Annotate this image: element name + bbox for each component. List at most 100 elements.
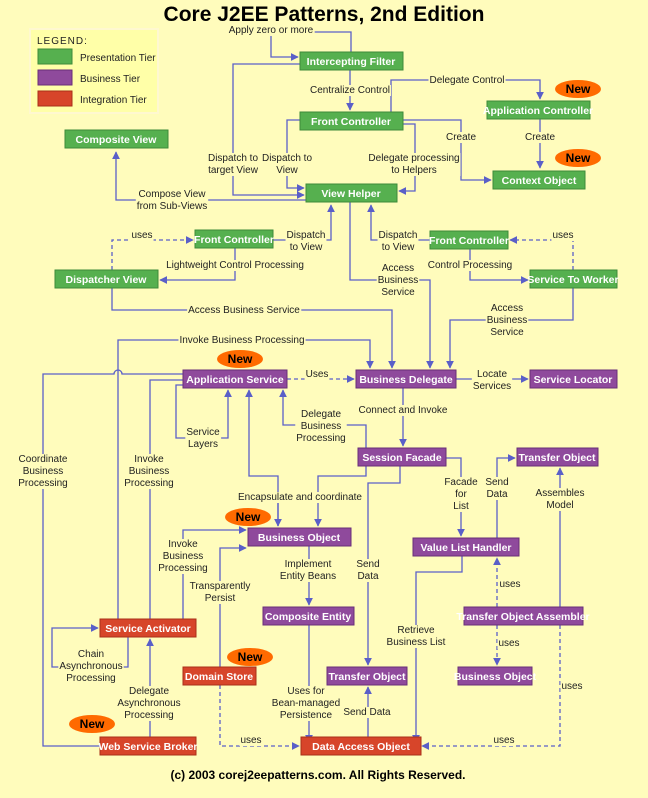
node-context-object[interactable]: Context Object: [492, 170, 586, 190]
label-background: [188, 581, 252, 604]
svg-text:Web Service Broker: Web Service Broker: [98, 741, 197, 753]
edge-transparently: [219, 544, 247, 667]
edge-compose: [112, 151, 306, 201]
label-background: [58, 649, 124, 684]
node-transfer-object-top[interactable]: Transfer Object: [516, 447, 599, 467]
label-background: [178, 335, 306, 346]
svg-text:Transfer Object: Transfer Object: [518, 452, 596, 464]
edge-labels: Apply zero or more Centralize Control De…: [17, 25, 586, 746]
label-background: [123, 454, 175, 489]
node-intercepting-filter[interactable]: Intercepting Filter: [299, 51, 404, 71]
node-composite-entity[interactable]: Composite Entity: [262, 606, 355, 626]
legend-heading: LEGEND:: [37, 36, 88, 47]
label-uses-bo: uses: [498, 638, 519, 649]
svg-text:Transfer Object Assembler: Transfer Object Assembler: [456, 611, 589, 623]
svg-text:Transfer Object: Transfer Object: [328, 671, 406, 683]
node-view-helper[interactable]: View Helper: [305, 183, 398, 203]
svg-text:Dispatcher View: Dispatcher View: [66, 274, 148, 286]
new-badge-context-object: New: [555, 149, 601, 167]
label-background: [485, 303, 529, 338]
edge-apply-b: [312, 31, 352, 52]
legend-swatch-presentation: [37, 48, 73, 65]
label-uses-right: uses: [552, 230, 573, 241]
svg-text:Front Controller: Front Controller: [429, 235, 509, 247]
node-service-locator[interactable]: Service Locator: [529, 369, 618, 389]
node-front-controller-right[interactable]: Front Controller: [429, 230, 509, 250]
legend-swatch-business: [37, 69, 73, 86]
label-background: [187, 305, 302, 316]
svg-text:New: New: [238, 650, 263, 664]
label-background: [260, 153, 314, 176]
label-background: [367, 153, 461, 176]
node-composite-view[interactable]: Composite View: [64, 129, 169, 149]
label-uses-ds: uses: [240, 735, 261, 746]
label-background: [377, 230, 419, 253]
node-dispatcher-view[interactable]: Dispatcher View: [54, 269, 159, 289]
svg-text:Business Delegate: Business Delegate: [359, 374, 453, 386]
edge-dispatch-target: [232, 63, 305, 199]
label-background: [498, 579, 522, 590]
new-badge-application-service: New: [217, 350, 263, 368]
edge-uses-ds-dao: [219, 685, 300, 750]
label-background: [357, 405, 449, 416]
label-background: [484, 477, 510, 500]
node-data-access-object[interactable]: Data Access Object: [300, 736, 422, 756]
node-transfer-object-assembler[interactable]: Transfer Object Assembler: [456, 606, 590, 626]
node-application-controller[interactable]: Application Controller: [483, 100, 593, 120]
label-background: [443, 477, 480, 512]
label-background: [285, 230, 327, 253]
edge-retrieve: [412, 556, 463, 743]
node-value-list-handler[interactable]: Value List Handler: [412, 537, 520, 557]
node-transfer-object-mid[interactable]: Transfer Object: [326, 666, 408, 686]
node-business-object[interactable]: Business Object: [247, 527, 352, 547]
svg-text:Service Activator: Service Activator: [105, 623, 190, 635]
copyright: (c) 2003 corej2eepatterns.com. All Right…: [170, 768, 465, 782]
node-service-to-worker[interactable]: Service To Worker: [527, 269, 619, 289]
node-front-controller[interactable]: Front Controller: [299, 111, 404, 131]
node-business-object-right[interactable]: Business Object: [454, 666, 537, 686]
node-application-service[interactable]: Application Service: [182, 369, 288, 389]
label-uses-left: uses: [131, 230, 152, 241]
label-send-data-dao: Send Data: [343, 707, 391, 718]
label-create-appctrl: Create: [525, 132, 555, 143]
node-front-controller-left[interactable]: Front Controller: [194, 229, 274, 249]
svg-text:New: New: [80, 717, 105, 731]
label-background: [376, 263, 420, 298]
label-centralize: Centralize Control: [310, 85, 390, 96]
label-background: [278, 559, 338, 582]
label-uses-as: Uses: [306, 369, 329, 380]
label-access-dv: Access Business Service: [188, 305, 300, 316]
label-background: [237, 492, 364, 503]
label-background: [523, 132, 557, 143]
node-session-facade[interactable]: Session Facade: [357, 447, 447, 467]
label-background: [295, 409, 347, 444]
label-background: [157, 539, 209, 574]
svg-text:Service Locator: Service Locator: [534, 374, 613, 386]
node-service-activator[interactable]: Service Activator: [99, 618, 197, 638]
label-background: [560, 681, 584, 692]
edge-encapsulate-b: [245, 389, 279, 526]
label-background: [551, 230, 575, 241]
label-background: [116, 686, 182, 721]
label-background: [304, 369, 330, 380]
label-background: [428, 75, 506, 86]
legend-label-business: Business Tier: [80, 74, 141, 85]
edge-send-data-vlh: [496, 454, 516, 538]
node-domain-store[interactable]: Domain Store: [182, 666, 257, 686]
edge-lightweight: [159, 248, 236, 284]
node-web-service-broker[interactable]: Web Service Broker: [98, 736, 198, 756]
new-badge-web-service-broker: New: [69, 715, 115, 733]
label-background: [185, 427, 222, 450]
edge-service-layers: [175, 384, 232, 439]
node-business-delegate[interactable]: Business Delegate: [355, 369, 457, 389]
